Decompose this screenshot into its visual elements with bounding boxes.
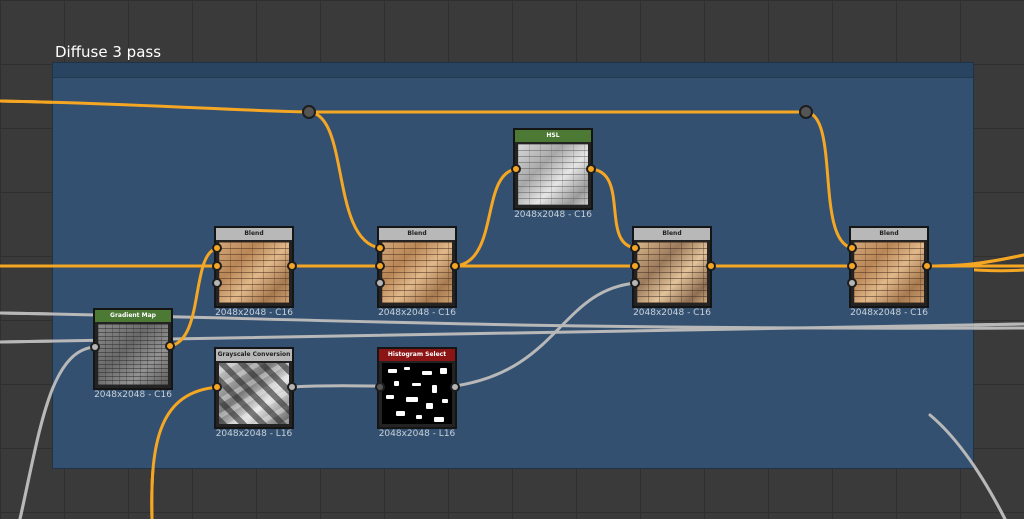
wire-overlay-orange-6	[168, 246, 220, 348]
node-thumbnail	[382, 242, 452, 303]
wire-overlay-orange-2	[307, 110, 382, 250]
node-blend-2[interactable]: Blend	[377, 226, 457, 308]
node-title: Blend	[634, 228, 710, 240]
node-title: HSL	[515, 130, 591, 142]
output-port[interactable]	[586, 164, 596, 174]
input-port-background[interactable]	[847, 261, 857, 271]
output-port[interactable]	[287, 261, 297, 271]
input-port-foreground[interactable]	[375, 243, 385, 253]
node-thumbnail	[382, 363, 452, 424]
input-port-mask[interactable]	[847, 278, 857, 288]
node-title: Gradient Map	[95, 310, 171, 322]
node-resolution-label: 2048x2048 - C16	[378, 308, 456, 318]
output-port[interactable]	[450, 382, 460, 392]
node-thumbnail	[219, 363, 289, 424]
wire-overlay-orange-9	[150, 385, 220, 519]
reroute-dot-overlay-1[interactable]	[302, 105, 316, 119]
node-resolution-label: 2048x2048 - L16	[215, 429, 293, 439]
wire-overlay-orange-1	[0, 99, 808, 114]
node-title: Grayscale Conversion	[216, 349, 292, 361]
node-title: Histogram Select	[379, 349, 455, 361]
node-thumbnail	[98, 324, 168, 385]
node-resolution-label: 2048x2048 - C16	[514, 210, 592, 220]
node-hsl[interactable]: HSL	[513, 128, 593, 210]
output-port[interactable]	[706, 261, 716, 271]
node-grayscale-conversion[interactable]: Grayscale Conversion	[214, 347, 294, 429]
node-blend-1[interactable]: Blend	[214, 226, 294, 308]
node-resolution-label: 2048x2048 - C16	[215, 308, 293, 318]
wire-overlay-gray-4	[290, 384, 383, 389]
input-port-mask[interactable]	[630, 278, 640, 288]
input-port-foreground[interactable]	[847, 243, 857, 253]
input-port-mask[interactable]	[375, 278, 385, 288]
wire-overlay-gray-6	[928, 413, 1007, 519]
node-title: Blend	[379, 228, 455, 240]
node-resolution-label: 2048x2048 - C16	[94, 390, 172, 400]
wire-overlay-gray-3	[18, 345, 97, 519]
input-port-background[interactable]	[375, 261, 385, 271]
node-thumbnail	[219, 242, 289, 303]
input-port[interactable]	[90, 342, 100, 352]
input-port[interactable]	[511, 164, 521, 174]
node-resolution-label: 2048x2048 - C16	[633, 308, 711, 318]
node-histogram-select[interactable]: Histogram Select	[377, 347, 457, 429]
node-resolution-label: 2048x2048 - C16	[850, 308, 928, 318]
node-title: Blend	[216, 228, 292, 240]
wire-overlay-orange-3	[804, 110, 854, 250]
node-blend-4[interactable]: Blend	[849, 226, 929, 308]
wire-overlay-orange-5	[926, 253, 1024, 268]
node-title: Blend	[851, 228, 927, 240]
node-blend-3[interactable]: Blend	[632, 226, 712, 308]
frame-title: Diffuse 3 pass	[55, 43, 162, 61]
frame-header-bar[interactable]	[53, 63, 973, 78]
output-port[interactable]	[922, 261, 932, 271]
node-thumbnail	[854, 242, 924, 303]
input-port[interactable]	[212, 382, 222, 392]
input-port[interactable]	[375, 382, 385, 392]
node-thumbnail	[637, 242, 707, 303]
output-port[interactable]	[287, 382, 297, 392]
input-port-foreground[interactable]	[212, 243, 222, 253]
output-port[interactable]	[450, 261, 460, 271]
wire-overlay-orange-8	[589, 167, 638, 250]
reroute-dot-overlay-2[interactable]	[799, 105, 813, 119]
input-port-foreground[interactable]	[630, 243, 640, 253]
output-port[interactable]	[165, 341, 175, 351]
node-gradient-map[interactable]: Gradient Map	[93, 308, 173, 390]
node-thumbnail	[518, 144, 588, 205]
input-port-background[interactable]	[212, 261, 222, 271]
wire-overlay-gray-5	[453, 281, 638, 388]
node-resolution-label: 2048x2048 - L16	[378, 429, 456, 439]
wire-overlay-orange-7	[453, 167, 519, 268]
input-port-mask[interactable]	[212, 278, 222, 288]
input-port-background[interactable]	[630, 261, 640, 271]
